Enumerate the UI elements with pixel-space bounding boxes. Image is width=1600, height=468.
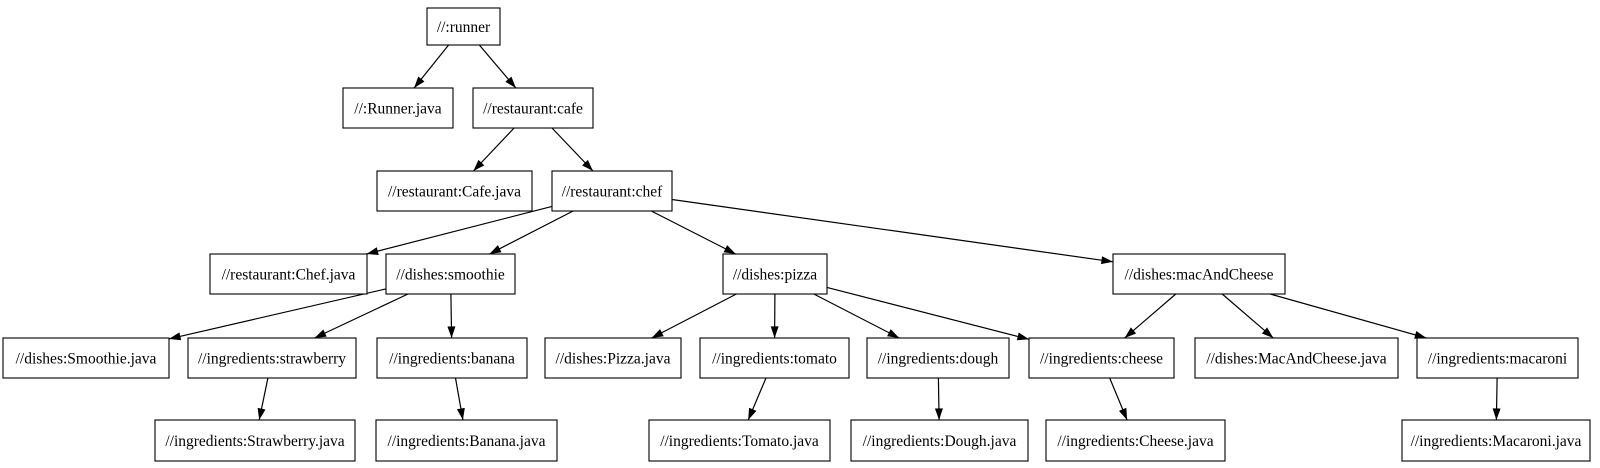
node-cheese: //ingredients:cheese — [1028, 337, 1175, 379]
node-label-tomato: //ingredients:tomato — [712, 351, 837, 368]
node-label-dough: //ingredients:dough — [878, 351, 999, 368]
node-label-macaroni: //ingredients:macaroni — [1428, 351, 1568, 368]
edge-chef-to-mac-and-cheese — [671, 198, 1114, 265]
node-runner: //:runner — [426, 7, 501, 46]
node-pizza-java: //dishes:Pizza.java — [544, 337, 682, 379]
node-box-pizza — [722, 253, 828, 295]
node-macaroni-java: //ingredients:Macaroni.java — [1401, 419, 1591, 462]
node-label-pizza: //dishes:pizza — [733, 267, 817, 284]
edge-pizza-to-dough — [813, 293, 900, 339]
node-banana: //ingredients:banana — [376, 337, 528, 379]
node-box-cheese — [1028, 337, 1175, 379]
node-label-cafe: //restaurant:cafe — [483, 101, 583, 118]
node-strawberry-java: //ingredients:Strawberry.java — [154, 419, 356, 462]
node-label-dough-java: //ingredients:Dough.java — [863, 433, 1017, 450]
edge-banana-to-banana-java — [454, 377, 465, 421]
node-cheese-java: //ingredients:Cheese.java — [1045, 419, 1226, 462]
node-box-tomato-java — [648, 419, 831, 462]
node-box-strawberry-java — [154, 419, 356, 462]
node-label-mac-and-cheese: //dishes:macAndCheese — [1125, 267, 1274, 284]
node-label-runner: //:runner — [437, 19, 491, 36]
edge-smoothie-to-banana — [447, 293, 456, 339]
node-label-smoothie-java: //dishes:Smoothie.java — [16, 351, 157, 368]
edge-macaroni-to-macaroni-java — [1492, 377, 1501, 421]
edge-chef-to-pizza — [651, 210, 736, 255]
node-box-macaroni — [1416, 337, 1579, 379]
node-mac-and-cheese-java: //dishes:MacAndCheese.java — [1194, 337, 1399, 379]
edge-chef-to-chef-java — [366, 205, 553, 255]
edge-smoothie-to-smoothie-java — [168, 288, 387, 341]
node-box-banana-java — [375, 419, 558, 462]
edge-pizza-to-cheese — [826, 286, 1030, 341]
node-label-cafe-java: //restaurant:Cafe.java — [388, 184, 521, 201]
node-label-runner-java: //:Runner.java — [354, 101, 442, 118]
node-tomato-java: //ingredients:Tomato.java — [648, 419, 831, 462]
node-label-chef: //restaurant:chef — [562, 184, 664, 201]
node-banana-java: //ingredients:Banana.java — [375, 419, 558, 462]
nodes-layer: //:runner //:Runner.java //restaurant:cafe… — [2, 7, 1591, 462]
node-label-cheese: //ingredients:cheese — [1040, 351, 1163, 368]
node-label-smoothie: //dishes:smoothie — [396, 267, 505, 284]
node-box-strawberry — [187, 337, 357, 379]
node-label-chef-java: //restaurant:Chef.java — [222, 267, 356, 284]
node-box-mac-and-cheese — [1112, 253, 1286, 295]
node-label-banana: //ingredients:banana — [389, 351, 515, 368]
node-box-dough — [866, 337, 1010, 379]
node-label-macaroni-java: //ingredients:Macaroni.java — [1411, 433, 1582, 450]
node-macaroni: //ingredients:macaroni — [1416, 337, 1579, 379]
node-box-chef — [551, 170, 673, 212]
node-box-smoothie-java — [2, 337, 170, 379]
node-pizza: //dishes:pizza — [722, 253, 828, 295]
node-chef-java: //restaurant:Chef.java — [209, 253, 368, 295]
node-mac-and-cheese: //dishes:macAndCheese — [1112, 253, 1286, 295]
edge-mac-and-cheese-to-cheese — [1124, 293, 1177, 339]
node-smoothie: //dishes:smoothie — [385, 253, 516, 295]
edge-cheese-to-cheese-java — [1109, 377, 1128, 421]
edge-tomato-to-tomato-java — [747, 377, 767, 421]
node-box-cafe-java — [376, 170, 533, 212]
edge-pizza-to-pizza-java — [651, 293, 737, 339]
edges-layer — [168, 44, 1501, 421]
node-label-strawberry: //ingredients:strawberry — [198, 351, 346, 368]
node-box-smoothie — [385, 253, 516, 295]
node-dough: //ingredients:dough — [866, 337, 1010, 379]
edge-cafe-to-chef — [551, 127, 594, 172]
edge-chef-to-smoothie — [489, 210, 574, 255]
edge-runner-to-cafe — [478, 44, 517, 89]
node-label-cheese-java: //ingredients:Cheese.java — [1057, 433, 1213, 450]
node-box-banana — [376, 337, 528, 379]
node-box-cheese-java — [1045, 419, 1226, 462]
edge-runner-to-runner-java — [413, 44, 450, 89]
node-box-pizza-java — [544, 337, 682, 379]
node-runner-java: //:Runner.java — [342, 87, 454, 129]
node-box-runner — [426, 7, 501, 46]
node-box-chef-java — [209, 253, 368, 295]
node-label-strawberry-java: //ingredients:Strawberry.java — [165, 433, 344, 450]
node-dough-java: //ingredients:Dough.java — [850, 419, 1029, 462]
edge-mac-and-cheese-to-mac-and-cheese-java — [1221, 293, 1274, 339]
node-label-banana-java: //ingredients:Banana.java — [388, 433, 546, 450]
node-label-pizza-java: //dishes:Pizza.java — [556, 351, 671, 368]
node-cafe-java: //restaurant:Cafe.java — [376, 170, 533, 212]
node-chef: //restaurant:chef — [551, 170, 673, 212]
node-box-tomato — [699, 337, 850, 379]
edge-smoothie-to-strawberry — [314, 293, 409, 339]
node-box-cafe — [472, 87, 594, 129]
node-box-runner-java — [342, 87, 454, 129]
edge-dough-to-dough-java — [934, 377, 943, 421]
node-label-mac-and-cheese-java: //dishes:MacAndCheese.java — [1206, 351, 1386, 368]
node-box-macaroni-java — [1401, 419, 1591, 462]
node-cafe: //restaurant:cafe — [472, 87, 594, 129]
node-strawberry: //ingredients:strawberry — [187, 337, 357, 379]
node-box-mac-and-cheese-java — [1194, 337, 1399, 379]
edge-strawberry-to-strawberry-java — [257, 377, 269, 421]
node-tomato: //ingredients:tomato — [699, 337, 850, 379]
node-box-dough-java — [850, 419, 1029, 462]
edge-cafe-to-cafe-java — [472, 127, 515, 172]
node-smoothie-java: //dishes:Smoothie.java — [2, 337, 170, 379]
edge-mac-and-cheese-to-macaroni — [1269, 293, 1427, 339]
node-label-tomato-java: //ingredients:Tomato.java — [660, 433, 819, 450]
